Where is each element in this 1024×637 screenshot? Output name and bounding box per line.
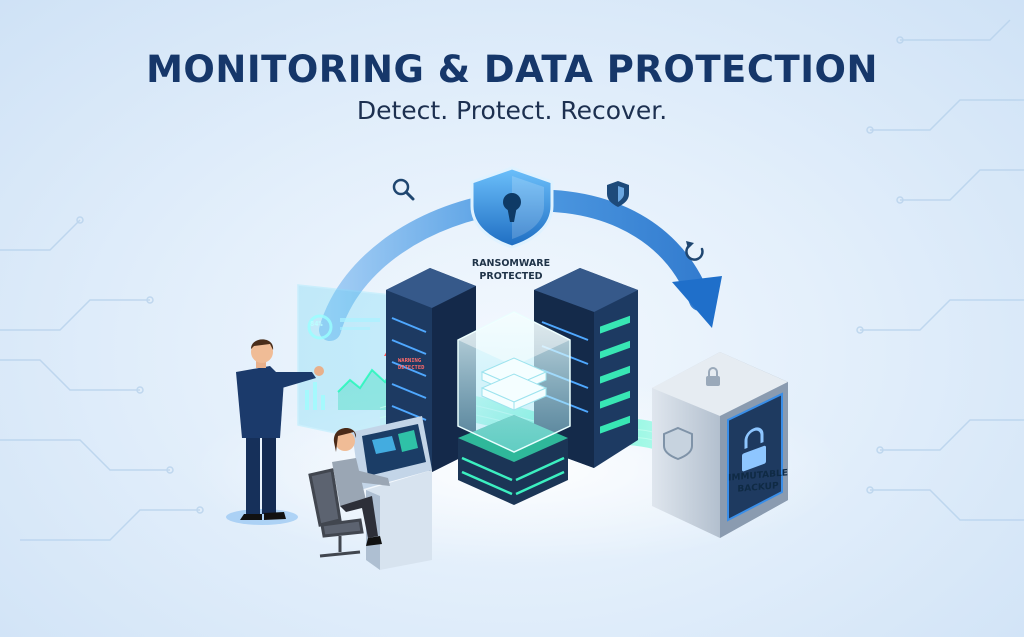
circuit-lines	[0, 19, 1024, 541]
protected-label: PROTECTED	[479, 271, 543, 282]
refresh-icon	[685, 241, 704, 261]
operator-workstation	[308, 416, 432, 570]
cycle-arrowhead	[672, 276, 722, 328]
page-subtitle: Detect. Protect. Recover.	[356, 96, 668, 125]
page-title: MONITORING & DATA PROTECTION	[146, 48, 878, 91]
immutable-vault	[652, 352, 788, 538]
shield-keyhole-icon	[470, 166, 554, 249]
central-storage	[457, 311, 571, 505]
ransomware-label: RANSOMWARE	[471, 258, 551, 269]
dashboard-alert: WARNING DETECTED	[398, 358, 425, 372]
dashboard-alert-line2: DETECTED	[398, 365, 425, 371]
office-chair	[308, 468, 364, 558]
dashboard-percent: 84%	[310, 320, 323, 328]
standing-analyst	[226, 339, 324, 525]
dashboard-alert-line1: WARNING	[398, 358, 422, 364]
vault-lid-lock-icon	[706, 367, 720, 386]
magnifier-icon	[392, 178, 415, 201]
padlock-icon	[742, 427, 766, 472]
ransomware-protected-label: RANSOMWARE PROTECTED	[452, 257, 570, 283]
shield-icon	[607, 181, 629, 207]
